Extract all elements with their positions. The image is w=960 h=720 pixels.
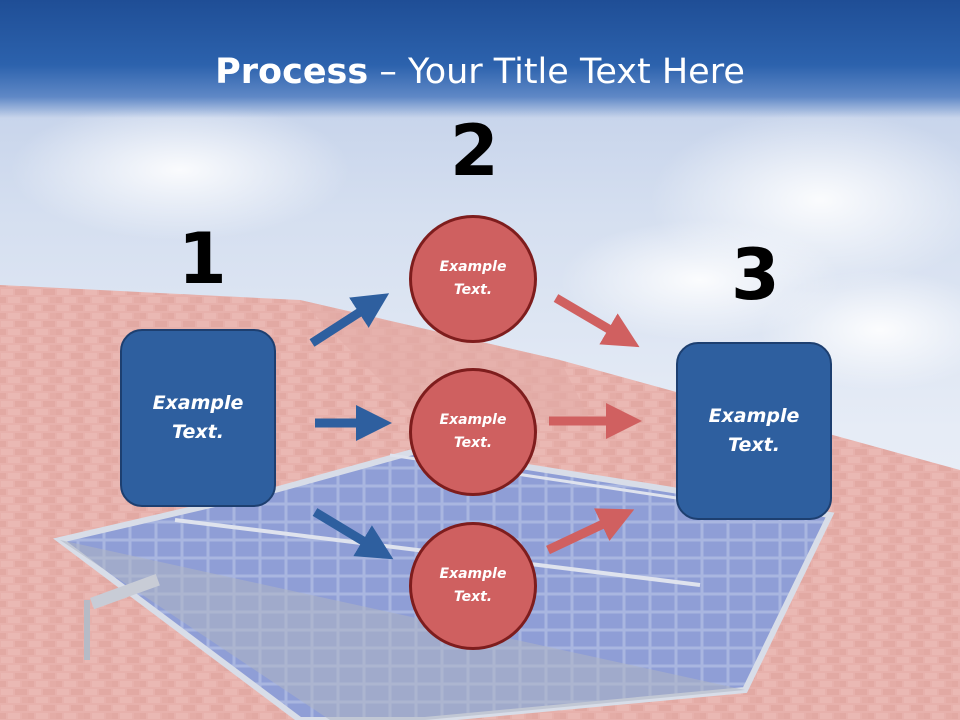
circle-top-line1: Example — [439, 259, 507, 275]
arrow-red-up — [546, 508, 635, 555]
title-bar — [0, 0, 960, 118]
slide-title: Process – Your Title Text Here — [0, 52, 960, 92]
arrow-blue-down — [312, 508, 394, 560]
circle-bottom-line1: Example — [439, 566, 507, 582]
left-box-line2: Text. — [172, 421, 224, 443]
arrow-blue-up — [309, 293, 390, 347]
left-box-line1: Example — [152, 392, 244, 414]
circle-bottom-line2: Text. — [453, 589, 493, 605]
step-number-2: 2 — [450, 110, 499, 192]
arrow-red-down — [553, 294, 640, 348]
title-rest: – Your Title Text Here — [368, 52, 745, 92]
circle-middle-line2: Text. — [453, 435, 493, 451]
right-box-line2: Text. — [728, 434, 780, 456]
circle-middle-line1: Example — [439, 412, 507, 428]
right-box-line1: Example — [708, 405, 800, 427]
step-number-3: 3 — [731, 234, 780, 316]
step-number-1: 1 — [178, 218, 227, 300]
title-bold: Process — [215, 52, 369, 92]
circle-top-line2: Text. — [453, 282, 493, 298]
